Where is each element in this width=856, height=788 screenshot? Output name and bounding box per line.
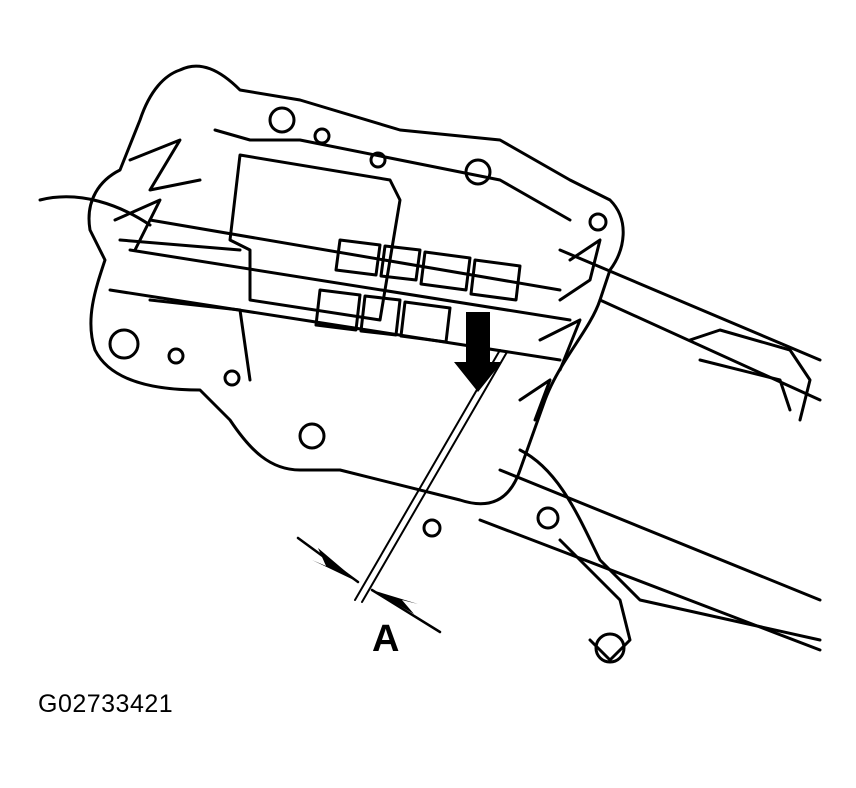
dimension-arrow-right-icon — [372, 590, 418, 614]
mounting-plate — [87, 64, 625, 506]
dimension-arrows — [296, 536, 442, 634]
down-arrow-icon — [454, 312, 502, 392]
rail-assembly — [38, 195, 822, 664]
dimension-arrow-left-icon — [312, 548, 358, 582]
feeler-gauge — [354, 349, 508, 603]
dimension-label: A — [372, 618, 400, 660]
figure-id: G02733421 — [38, 690, 174, 718]
